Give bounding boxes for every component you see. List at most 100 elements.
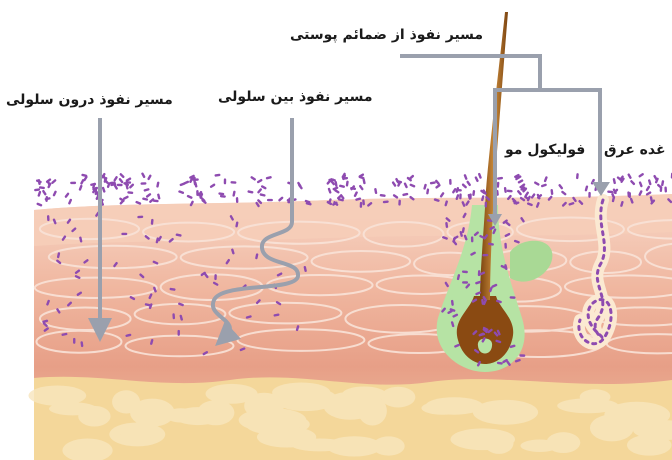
particle — [193, 178, 199, 181]
particle — [402, 193, 408, 197]
particle — [64, 192, 70, 198]
particle — [430, 181, 436, 184]
particle — [178, 190, 184, 194]
particle — [140, 182, 146, 185]
particle — [145, 193, 151, 199]
particle — [519, 354, 525, 357]
particle — [661, 180, 664, 186]
particle — [147, 174, 152, 180]
particle — [78, 185, 82, 191]
particle — [409, 183, 415, 188]
particle — [183, 180, 189, 185]
particle — [73, 338, 75, 344]
particle — [630, 180, 636, 186]
particle — [36, 202, 42, 206]
particle — [178, 330, 180, 336]
particle — [257, 188, 263, 194]
particle — [259, 193, 265, 197]
particle — [37, 191, 41, 197]
particle — [118, 178, 124, 184]
particle — [68, 198, 73, 204]
particle — [474, 176, 479, 182]
particle — [648, 179, 652, 185]
particle — [504, 243, 507, 249]
particle — [172, 313, 175, 319]
particle — [380, 194, 386, 197]
particle — [218, 192, 224, 195]
particle — [224, 178, 227, 184]
particle — [466, 180, 471, 186]
particle — [497, 177, 503, 180]
particle — [461, 183, 467, 189]
particle — [359, 184, 364, 190]
particle — [153, 199, 159, 202]
particle — [250, 176, 256, 181]
particle — [125, 181, 131, 184]
particle — [137, 216, 143, 219]
particle — [214, 174, 220, 177]
particle — [362, 178, 366, 184]
particle — [439, 192, 444, 198]
fat-lobule — [425, 397, 483, 414]
particle — [214, 274, 217, 280]
particle — [52, 190, 57, 196]
particle — [660, 186, 663, 192]
sweat-gland-label: غده عرق — [604, 142, 666, 158]
hair-follicle-label: فولیکول مو — [505, 142, 585, 158]
particle — [142, 197, 148, 201]
particle — [463, 174, 467, 180]
fat-lobule — [78, 406, 110, 427]
particle — [113, 176, 118, 182]
fat-lobule — [323, 392, 376, 420]
particle — [510, 296, 516, 299]
fat-lobule — [484, 432, 513, 454]
intracellular-route-label: مسیر نفوذ درون سلولی — [6, 92, 173, 108]
particle — [129, 183, 135, 189]
particle — [119, 173, 125, 179]
particle — [576, 173, 579, 179]
fat-lobule — [120, 425, 155, 441]
particle — [517, 179, 523, 184]
particle — [135, 201, 141, 205]
particle — [638, 173, 644, 178]
particle — [541, 183, 547, 187]
particle — [639, 181, 643, 187]
particle — [471, 236, 474, 242]
particle — [45, 196, 48, 202]
fat-lobule — [381, 387, 416, 408]
particle — [47, 215, 50, 221]
particle — [339, 184, 345, 188]
particle — [121, 233, 127, 235]
particle — [157, 193, 161, 199]
fat-lobule — [239, 408, 307, 432]
particle — [374, 188, 377, 194]
particle — [220, 195, 226, 198]
particle — [196, 190, 199, 196]
particle — [645, 185, 650, 191]
fat-lobule — [197, 400, 234, 425]
particle — [34, 188, 40, 191]
particle — [456, 189, 462, 192]
particle — [51, 179, 57, 185]
particle — [423, 184, 427, 190]
particle — [664, 186, 667, 192]
particle — [117, 184, 123, 186]
particle — [398, 200, 401, 206]
particle — [127, 191, 133, 194]
particle — [209, 183, 215, 188]
particle — [334, 181, 337, 187]
particle — [462, 281, 468, 283]
particle — [232, 190, 236, 196]
particle — [278, 196, 284, 202]
particle — [403, 182, 408, 188]
particle — [408, 174, 414, 180]
particle — [42, 190, 47, 196]
fat-lobule — [291, 438, 348, 451]
particle — [247, 190, 253, 194]
particle — [627, 173, 632, 179]
fat-lobule — [604, 402, 670, 428]
particle — [607, 190, 613, 193]
particle — [186, 195, 192, 200]
appendageal-route-label: مسیر نفوذ از ضمائم پوستی — [290, 27, 483, 43]
